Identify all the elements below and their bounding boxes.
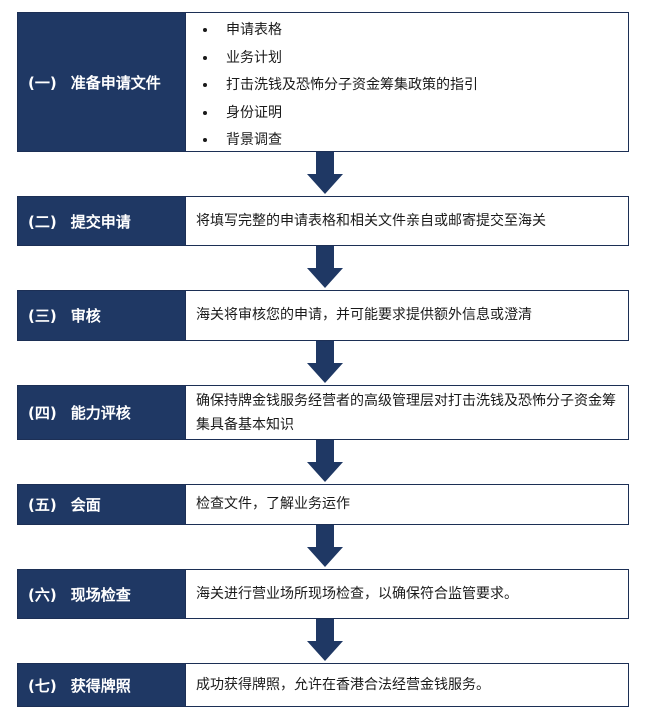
step-title: 能力评核 [70, 404, 131, 422]
step-number: (七) [28, 676, 57, 695]
step-5-body: 检查文件，了解业务运作 [185, 485, 628, 524]
list-item: 打击洗钱及恐怖分子资金筹集政策的指引 [218, 72, 478, 100]
step-4: (四) 能力评核 确保持牌金钱服务经营者的高级管理层对打击洗钱及恐怖分子资金筹集… [17, 385, 629, 440]
step-2-label: (二) 提交申请 [18, 197, 185, 245]
step-title: 审核 [70, 307, 101, 325]
step-title: 准备申请文件 [70, 73, 161, 92]
step-5: (五) 会面 检查文件，了解业务运作 [17, 484, 629, 525]
step-number: (一) [28, 73, 57, 92]
step-7: (七) 获得牌照 成功获得牌照，允许在香港合法经营金钱服务。 [17, 663, 629, 707]
down-arrow-icon [307, 525, 343, 567]
document-list: 申请表格 业务计划 打击洗钱及恐怖分子资金筹集政策的指引 身份证明 背景调查 [196, 17, 478, 155]
step-3-label: (三) 审核 [18, 291, 185, 340]
step-number: (二) [28, 212, 57, 231]
step-3: (三) 审核 海关将审核您的申请，并可能要求提供额外信息或澄清 [17, 290, 629, 341]
step-2: (二) 提交申请 将填写完整的申请表格和相关文件亲自或邮寄提交至海关 [17, 196, 629, 246]
list-item: 申请表格 [218, 17, 478, 45]
step-1-body: 申请表格 业务计划 打击洗钱及恐怖分子资金筹集政策的指引 身份证明 背景调查 [185, 13, 628, 151]
list-item: 身份证明 [218, 100, 478, 128]
down-arrow-icon [307, 341, 343, 383]
step-title: 获得牌照 [70, 676, 131, 695]
down-arrow-icon [307, 619, 343, 661]
down-arrow-icon [307, 152, 343, 194]
step-7-label: (七) 获得牌照 [18, 664, 185, 706]
step-6: (六) 现场检查 海关进行营业场所现场检查，以确保符合监管要求。 [17, 569, 629, 619]
list-item: 背景调查 [218, 127, 478, 155]
step-number: (五) [28, 496, 57, 514]
step-1-label: (一) 准备申请文件 [18, 13, 185, 151]
step-6-label: (六) 现场检查 [18, 570, 185, 618]
step-4-body: 确保持牌金钱服务经营者的高级管理层对打击洗钱及恐怖分子资金筹集具备基本知识 [185, 386, 628, 439]
step-2-body: 将填写完整的申请表格和相关文件亲自或邮寄提交至海关 [185, 197, 628, 245]
step-1: (一) 准备申请文件 申请表格 业务计划 打击洗钱及恐怖分子资金筹集政策的指引 … [17, 12, 629, 152]
step-5-label: (五) 会面 [18, 485, 185, 524]
step-6-body: 海关进行营业场所现场检查，以确保符合监管要求。 [185, 570, 628, 618]
step-number: (六) [28, 585, 57, 604]
step-title: 会面 [70, 496, 101, 514]
list-item: 业务计划 [218, 45, 478, 73]
step-4-label: (四) 能力评核 [18, 386, 185, 439]
step-title: 提交申请 [70, 212, 131, 231]
step-number: (三) [28, 307, 57, 325]
down-arrow-icon [307, 440, 343, 482]
step-3-body: 海关将审核您的申请，并可能要求提供额外信息或澄清 [185, 291, 628, 340]
down-arrow-icon [307, 246, 343, 288]
step-title: 现场检查 [70, 585, 131, 604]
step-number: (四) [28, 404, 57, 422]
step-7-body: 成功获得牌照，允许在香港合法经营金钱服务。 [185, 664, 628, 706]
